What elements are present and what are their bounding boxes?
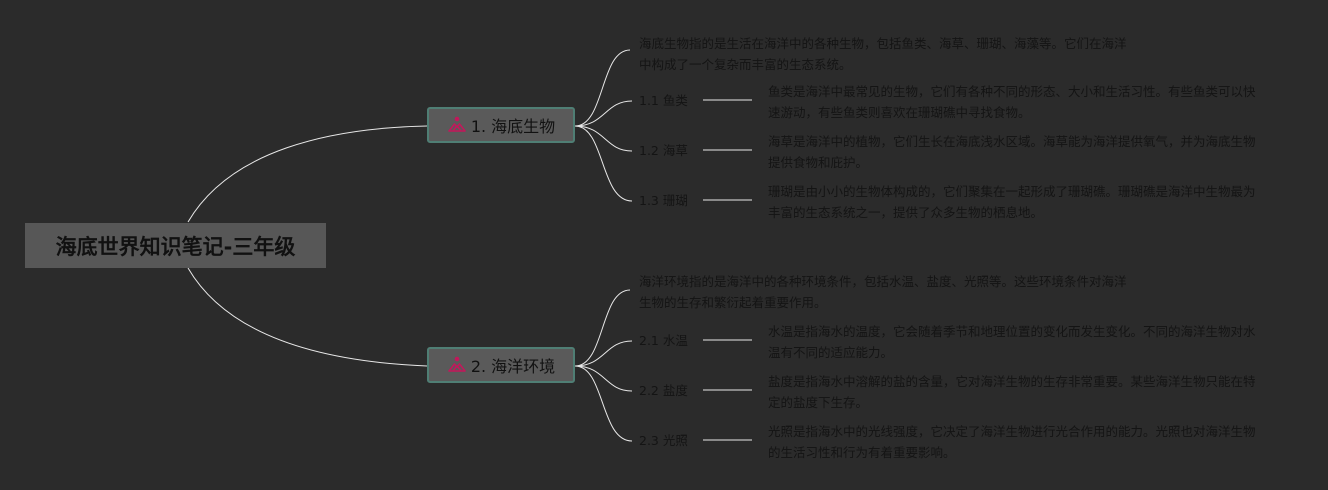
link-topic2-description bbox=[574, 289, 631, 367]
subtopic-label[interactable]: 2.1 水温 bbox=[639, 333, 688, 348]
topic-node-1[interactable]: 1. 海底生物 bbox=[427, 107, 575, 143]
topic-description: 海底生物指的是生活在海洋中的各种生物，包括鱼类、海草、珊瑚、海藻等。它们在海洋中… bbox=[639, 36, 1127, 72]
mountain-icon bbox=[447, 115, 467, 135]
link-root-topic1 bbox=[187, 125, 428, 223]
link-topic2-sub1 bbox=[574, 340, 633, 367]
link-topic2-sub2 bbox=[574, 365, 633, 392]
link-topic1-sub1 bbox=[574, 100, 633, 127]
subtopic-text: 光照是指海水中的光线强度，它决定了海洋生物进行光合作用的能力。光照也对海洋生物的… bbox=[768, 424, 1256, 460]
link-topic1-sub3 bbox=[574, 125, 633, 202]
subtopic-label[interactable]: 2.3 光照 bbox=[639, 433, 688, 448]
link-topic1-sub2 bbox=[574, 125, 633, 152]
topic-label: 1. 海底生物 bbox=[470, 117, 556, 136]
subtopic-label[interactable]: 1.1 鱼类 bbox=[639, 93, 688, 108]
subtopic-label[interactable]: 2.2 盐度 bbox=[639, 383, 688, 398]
link-root-topic2 bbox=[187, 267, 428, 367]
subtopic-text: 鱼类是海洋中最常见的生物，它们有各种不同的形态、大小和生活习性。有些鱼类可以快速… bbox=[768, 84, 1256, 120]
subtopic-text: 珊瑚是由小小的生物体构成的，它们聚集在一起形成了珊瑚礁。珊瑚礁是海洋中生物最为丰… bbox=[768, 184, 1256, 220]
link-topic2-sub3 bbox=[574, 365, 633, 442]
subtopic-text: 盐度是指海水中溶解的盐的含量，它对海洋生物的生存非常重要。某些海洋生物只能在特定… bbox=[768, 374, 1256, 410]
topic-label: 2. 海洋环境 bbox=[470, 357, 556, 376]
topic-node-2[interactable]: 2. 海洋环境 bbox=[427, 347, 575, 383]
root-title: 海底世界知识笔记-三年级 bbox=[55, 234, 296, 259]
root-node[interactable]: 海底世界知识笔记-三年级 bbox=[25, 223, 326, 268]
mountain-icon bbox=[447, 355, 467, 375]
subtopic-text: 水温是指海水的温度，它会随着季节和地理位置的变化而发生变化。不同的海洋生物对水温… bbox=[768, 324, 1256, 360]
subtopic-label[interactable]: 1.3 珊瑚 bbox=[639, 193, 688, 208]
topic-description: 海洋环境指的是海洋中的各种环境条件，包括水温、盐度、光照等。这些环境条件对海洋生… bbox=[639, 274, 1127, 310]
subtopic-text: 海草是海洋中的植物，它们生长在海底浅水区域。海草能为海洋提供氧气，并为海底生物提… bbox=[768, 134, 1256, 170]
link-topic1-description bbox=[574, 49, 631, 127]
subtopic-label[interactable]: 1.2 海草 bbox=[639, 143, 688, 158]
